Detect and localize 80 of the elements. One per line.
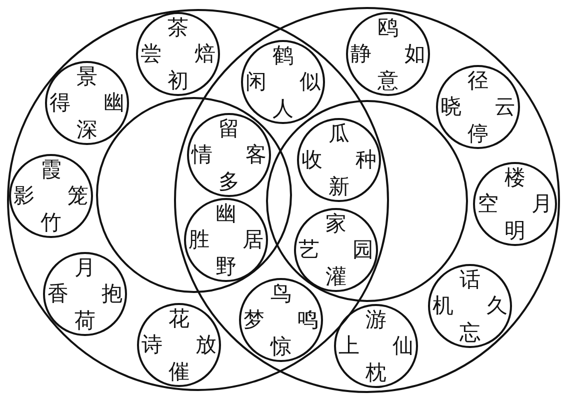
character-label: 月 [74, 258, 96, 278]
character-label: 机 [432, 296, 454, 316]
character-label: 园 [352, 240, 374, 260]
character-label: 瓜 [328, 124, 350, 144]
character-label: 荷 [74, 310, 96, 332]
character-label: 家 [326, 214, 346, 234]
word-circle [9, 154, 93, 238]
character-label: 径 [468, 70, 488, 92]
word-circle [297, 118, 381, 202]
character-label: 初 [168, 70, 188, 92]
character-label: 空 [478, 194, 498, 214]
word-circle [136, 12, 220, 96]
character-label: 人 [272, 98, 294, 120]
character-label: 幽 [104, 92, 124, 114]
character-label: 仙 [392, 336, 414, 356]
character-label: 得 [50, 92, 70, 114]
character-label: 似 [300, 72, 320, 92]
character-label: 枕 [366, 362, 386, 384]
character-label: 胜 [188, 230, 210, 250]
word-circle [45, 61, 129, 145]
word-circle [241, 40, 325, 124]
word-circle [43, 252, 127, 336]
character-label: 幽 [216, 204, 236, 224]
character-label: 月 [532, 194, 552, 214]
word-circle [187, 113, 271, 197]
character-label: 客 [246, 144, 266, 166]
character-label: 诗 [142, 334, 162, 356]
character-label: 惊 [270, 336, 292, 358]
character-label: 停 [468, 124, 488, 144]
character-label: 花 [168, 308, 190, 330]
character-label: 灌 [326, 266, 346, 288]
character-label: 笼 [68, 186, 88, 206]
word-circle [473, 162, 557, 246]
character-label: 云 [494, 96, 516, 118]
character-label: 抱 [102, 284, 122, 304]
character-label: 如 [404, 44, 426, 64]
character-label: 种 [356, 150, 376, 170]
word-circle [184, 198, 268, 282]
character-label: 情 [192, 144, 212, 166]
word-circle [436, 65, 520, 149]
character-label: 霞 [40, 160, 62, 180]
word-circle [239, 278, 323, 362]
character-label: 焙 [194, 44, 216, 64]
word-circle [334, 304, 418, 388]
word-circle [428, 264, 512, 348]
character-label: 催 [168, 362, 190, 382]
character-label: 收 [302, 150, 322, 170]
character-label: 上 [338, 336, 360, 356]
character-label: 鸟 [270, 284, 292, 304]
character-label: 晓 [440, 96, 462, 118]
word-circle [137, 303, 221, 387]
character-label: 野 [216, 256, 236, 278]
character-label: 鹤 [272, 46, 294, 66]
character-label: 闲 [246, 72, 266, 92]
character-label: 影 [14, 186, 34, 206]
character-label: 竹 [40, 212, 62, 234]
character-label: 话 [460, 270, 480, 290]
character-label: 静 [350, 44, 372, 64]
character-label: 鸣 [298, 310, 318, 330]
character-label: 深 [76, 120, 98, 140]
character-label: 明 [504, 220, 526, 242]
character-label: 多 [218, 172, 240, 192]
word-circle [346, 12, 430, 96]
character-label: 放 [196, 334, 216, 356]
character-label: 艺 [298, 240, 320, 260]
character-label: 意 [378, 70, 398, 92]
character-label: 楼 [504, 168, 526, 188]
character-label: 梦 [244, 310, 264, 330]
character-label: 新 [328, 176, 350, 198]
character-label: 忘 [460, 322, 480, 344]
character-label: 鸥 [378, 18, 398, 38]
character-label: 茶 [168, 18, 188, 38]
character-label: 香 [48, 284, 68, 304]
character-label: 久 [486, 296, 508, 316]
character-label: 尝 [140, 44, 162, 64]
character-label: 景 [76, 66, 98, 88]
character-label: 居 [242, 230, 264, 250]
character-label: 留 [218, 118, 240, 140]
word-circle [294, 208, 378, 292]
character-label: 游 [366, 310, 386, 330]
